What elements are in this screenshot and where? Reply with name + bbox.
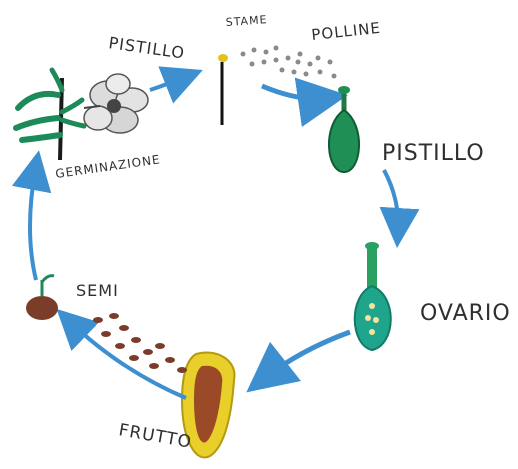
germinating-seed-icon (26, 276, 58, 320)
pistil-icon (329, 86, 359, 172)
arrow-pollen-to-pistil (262, 86, 328, 99)
arrow-ovary-to-fruit (262, 332, 350, 380)
arrow-seed-to-plant (30, 166, 36, 280)
stamen-icon (218, 54, 228, 125)
arrow-flower-to-stamen (150, 76, 188, 90)
label-germination: GERMINAZIONE (54, 152, 161, 181)
label-seeds: SEMI (76, 281, 119, 300)
label-fruit: FRUTTO (117, 420, 193, 453)
label-pollen: POLLINE (311, 19, 382, 44)
flowering-plant-icon (16, 70, 148, 160)
label-pistil-right: PISTILLO (382, 141, 485, 166)
ovary-icon (355, 242, 391, 350)
seed-scatter (93, 313, 187, 373)
pollen-grains-icon (241, 46, 337, 79)
label-stamen: STAME (225, 13, 268, 29)
label-pistil-top: PISTILLO (107, 33, 186, 63)
label-ovary: OVARIO (420, 301, 511, 326)
arrow-pistil-to-ovary (384, 170, 398, 232)
